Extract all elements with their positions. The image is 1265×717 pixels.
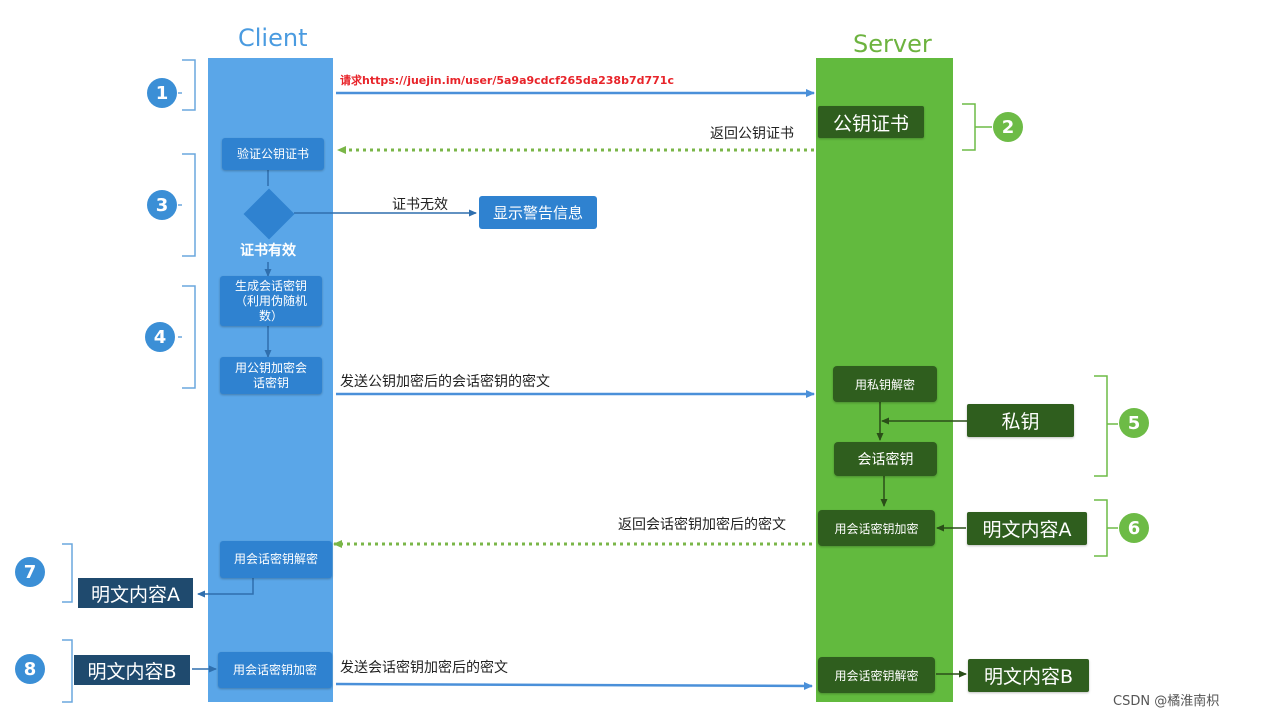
show-warning-box: 显示警告信息 — [479, 196, 597, 229]
generate-session-key-line-1: 生成会话密钥 — [234, 278, 307, 293]
step-4-badge: 4 — [145, 322, 175, 352]
server-title: Server — [853, 30, 932, 58]
public-cert-box: 公钥证书 — [818, 106, 924, 138]
cert-invalid-label: 证书无效 — [392, 197, 448, 213]
private-key-box: 私钥 — [967, 404, 1074, 437]
encrypt-session-key-line-2: 话密钥 — [252, 375, 289, 390]
step-3-badge: 3 — [147, 190, 177, 220]
session-key-box: 会话密钥 — [834, 442, 937, 476]
send-ciphertext-label: 发送会话密钥加密后的密文 — [340, 660, 508, 676]
encrypt-session-key-line-1: 用公钥加密会 — [234, 360, 307, 375]
private-key-decrypt-box: 用私钥解密 — [833, 366, 937, 402]
step-8-badge: 8 — [15, 654, 45, 684]
server-plaintext-a-box: 明文内容A — [967, 512, 1087, 545]
client-plaintext-b-box: 明文内容B — [74, 655, 190, 685]
request-label: 请求https://juejin.im/user/5a9a9cdcf265da2… — [340, 74, 674, 87]
generate-session-key-line-3: 数） — [258, 308, 283, 323]
client-plaintext-a-box: 明文内容A — [78, 578, 193, 608]
generate-session-key-box: 生成会话密钥 （利用伪随机 数） — [220, 276, 322, 326]
step-5-badge: 5 — [1119, 408, 1149, 438]
client-encrypt-session-box: 用会话密钥加密 — [218, 652, 332, 688]
verify-cert-box: 验证公钥证书 — [222, 138, 324, 170]
step-2-badge: 2 — [993, 112, 1023, 142]
server-encrypt-session-box: 用会话密钥加密 — [818, 510, 935, 546]
encrypt-session-key-box: 用公钥加密会 话密钥 — [220, 357, 322, 394]
watermark: CSDN @橘淮南枳 — [1113, 694, 1220, 709]
generate-session-key-line-2: （利用伪随机 — [234, 293, 307, 308]
send-encrypted-key-label: 发送公钥加密后的会话密钥的密文 — [340, 374, 550, 390]
server-decrypt-session-box: 用会话密钥解密 — [818, 657, 935, 693]
server-plaintext-b-box: 明文内容B — [968, 659, 1089, 692]
client-title: Client — [238, 24, 308, 52]
client-decrypt-session-box: 用会话密钥解密 — [220, 541, 332, 578]
return-ciphertext-label: 返回会话密钥加密后的密文 — [618, 517, 786, 533]
step-7-badge: 7 — [15, 557, 45, 587]
step-1-badge: 1 — [147, 78, 177, 108]
step-6-badge: 6 — [1119, 513, 1149, 543]
return-cert-label: 返回公钥证书 — [710, 126, 794, 142]
cert-valid-label: 证书有效 — [240, 243, 296, 259]
